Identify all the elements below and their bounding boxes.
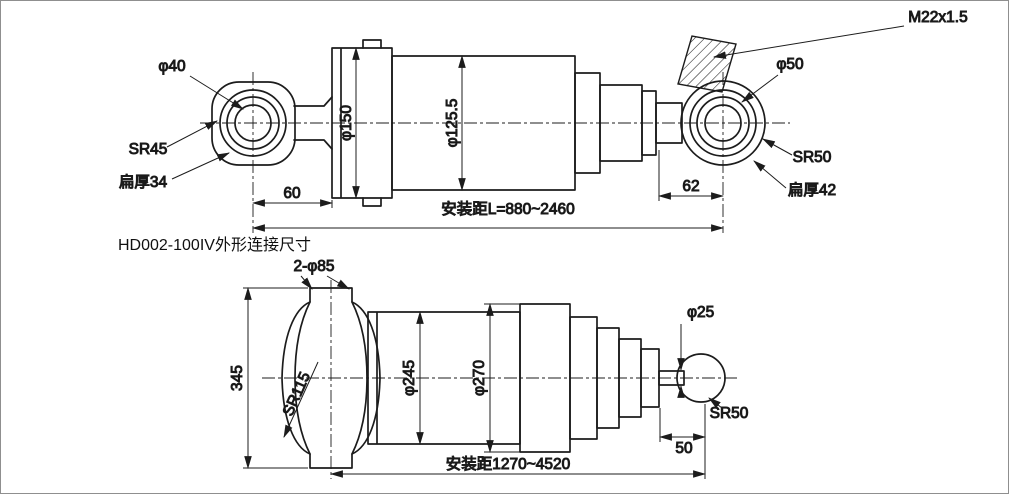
label-345: 345 bbox=[229, 365, 246, 391]
label-phi50: φ50 bbox=[776, 56, 804, 73]
label-phi150: φ150 bbox=[338, 105, 355, 141]
label-install-top: 安装距L=880~2460 bbox=[441, 200, 575, 218]
dim-60: 60 bbox=[251, 185, 334, 208]
drawing-caption: HD002-100IV外形连接尺寸 bbox=[118, 236, 311, 254]
front-flange bbox=[331, 47, 393, 199]
dim-sr50-ball: SR50 bbox=[708, 397, 749, 423]
label-phi270: φ270 bbox=[471, 360, 488, 396]
dim-holes: 2-φ85 bbox=[293, 258, 350, 290]
top-drawing: φ40 SR45 扁厚34 φ150 φ125.5 M22x1.5 bbox=[118, 9, 968, 233]
dim-phi245: φ245 bbox=[401, 310, 424, 446]
top-cylinder-outline bbox=[211, 39, 766, 207]
dim-phi50: φ50 bbox=[741, 56, 805, 103]
bottom-dimensions: 2-φ85 345 SR115 φ245 φ270 bbox=[229, 258, 749, 479]
label-phi245: φ245 bbox=[401, 360, 418, 396]
rod-eye-flat bbox=[293, 96, 333, 150]
label-62: 62 bbox=[682, 178, 699, 195]
dim-flat34: 扁厚34 bbox=[118, 152, 230, 192]
label-m22: M22x1.5 bbox=[908, 9, 967, 26]
label-sr115: SR115 bbox=[280, 370, 314, 419]
top-dimensions: φ40 SR45 扁厚34 φ150 φ125.5 M22x1.5 bbox=[118, 9, 968, 232]
label-holes: 2-φ85 bbox=[293, 258, 334, 275]
label-flat34: 扁厚34 bbox=[119, 173, 168, 191]
ball-end bbox=[676, 353, 726, 403]
dim-phi270: φ270 bbox=[471, 302, 522, 454]
dim-phi150: φ150 bbox=[338, 46, 360, 200]
label-sr45: SR45 bbox=[129, 141, 168, 158]
dim-install-top: 安装距L=880~2460 bbox=[251, 200, 725, 232]
bottom-cylinder-outline bbox=[281, 287, 726, 469]
label-phi25: φ25 bbox=[687, 304, 714, 321]
label-phi125-5: φ125.5 bbox=[444, 99, 461, 148]
label-sr50-top: SR50 bbox=[793, 149, 832, 166]
label-install-bottom: 安装距1270~4520 bbox=[446, 455, 571, 473]
label-sr50-ball: SR50 bbox=[710, 405, 749, 422]
thread-port-hatch bbox=[677, 35, 737, 93]
dim-sr115: SR115 bbox=[279, 361, 319, 438]
dim-phi125-5: φ125.5 bbox=[444, 54, 466, 192]
dim-flat42: 扁厚42 bbox=[753, 160, 837, 200]
dim-phi25: φ25 bbox=[677, 304, 715, 398]
dim-345: 345 bbox=[229, 286, 308, 470]
label-60: 60 bbox=[283, 185, 301, 202]
label-phi40: φ40 bbox=[158, 58, 186, 75]
dim-62: 62 bbox=[657, 150, 725, 201]
dim-50: 50 bbox=[658, 404, 707, 479]
dim-sr45: SR45 bbox=[128, 120, 218, 159]
bottom-drawing: 2-φ85 345 SR115 φ245 φ270 bbox=[229, 258, 749, 479]
piston-rod bbox=[658, 370, 685, 386]
dim-sr50-top: SR50 bbox=[762, 138, 832, 167]
label-flat42: 扁厚42 bbox=[788, 181, 836, 199]
dim-phi40: φ40 bbox=[158, 58, 244, 110]
label-50: 50 bbox=[675, 440, 693, 457]
dim-install-bottom: 安装距1270~4520 bbox=[329, 455, 707, 478]
rod-eye-housing bbox=[211, 81, 296, 166]
bottom-centerlines bbox=[262, 280, 738, 479]
dim-m22: M22x1.5 bbox=[712, 9, 968, 59]
